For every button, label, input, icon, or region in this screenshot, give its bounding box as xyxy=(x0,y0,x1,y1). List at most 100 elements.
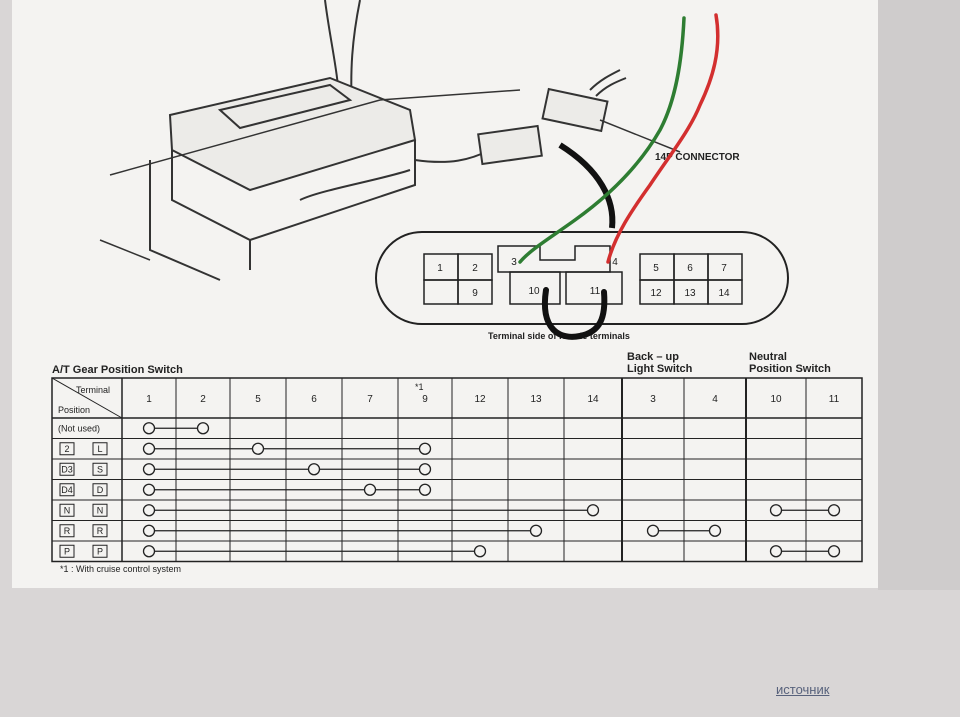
pin-label-5: 5 xyxy=(653,263,659,274)
terminal-header: 3 xyxy=(650,394,656,405)
position-box-b xyxy=(92,483,108,497)
position-box-b xyxy=(92,462,108,476)
group-backup-line1: Back – up xyxy=(627,351,679,363)
continuity-node xyxy=(708,524,722,537)
male-connector xyxy=(541,69,627,133)
pin-label-9: 9 xyxy=(472,288,478,299)
terminal-header: 10 xyxy=(770,394,782,405)
position-label-b: R xyxy=(97,526,104,536)
black-wire-curve xyxy=(558,142,616,229)
screen-margin xyxy=(878,0,960,590)
terminal-header: 4 xyxy=(712,394,718,405)
continuity-node xyxy=(586,504,600,517)
pin-label-7: 7 xyxy=(721,263,727,274)
terminal-header: 11 xyxy=(829,394,840,405)
terminal-header: 14 xyxy=(587,394,599,405)
position-label-b: S xyxy=(97,464,103,474)
position-box-b xyxy=(92,524,108,538)
terminal-header: 5 xyxy=(255,394,261,405)
group-backup-line2: Light Switch xyxy=(627,363,693,375)
continuity-node xyxy=(142,463,156,476)
pin-label-11: 11 xyxy=(590,286,601,297)
pin-label-1: 1 xyxy=(437,263,443,274)
position-box-a xyxy=(59,524,75,538)
position-box-b xyxy=(92,544,108,558)
continuity-node xyxy=(769,504,783,517)
position-box-a xyxy=(59,462,75,476)
continuity-node xyxy=(363,483,377,496)
position-label-a: D3 xyxy=(61,464,73,474)
position-box-b xyxy=(92,442,108,456)
continuity-node xyxy=(251,442,265,455)
position-label-b: N xyxy=(97,505,104,515)
position-label-b: L xyxy=(97,444,102,454)
female-connector: 1 2 3 4 5 6 7 9 10 11 12 13 14 xyxy=(375,231,789,325)
terminal-header: 6 xyxy=(311,394,317,405)
continuity-node xyxy=(142,504,156,517)
terminal-header: 1 xyxy=(146,394,152,405)
red-wire xyxy=(606,13,720,264)
continuity-node xyxy=(473,545,487,558)
pin-label-2: 2 xyxy=(472,263,478,274)
shifter-illustration xyxy=(99,0,543,281)
continuity-node xyxy=(418,483,432,496)
continuity-node xyxy=(769,545,783,558)
pin-label-10: 10 xyxy=(528,286,540,297)
position-label-b: P xyxy=(97,546,103,556)
connector-leader-line xyxy=(599,119,681,153)
position-label-a: N xyxy=(64,505,71,515)
position-box-a xyxy=(59,503,75,517)
table-footnote: *1 : With cruise control system xyxy=(60,564,181,574)
terminal-header: 2 xyxy=(200,394,206,405)
continuity-node xyxy=(142,422,156,435)
continuity-node xyxy=(418,463,432,476)
position-label-a: 2 xyxy=(64,444,69,454)
note-marker: *1 xyxy=(415,382,424,392)
position-label: (Not used) xyxy=(58,423,100,433)
continuity-node xyxy=(827,545,841,558)
position-box-a xyxy=(59,442,75,456)
pin-label-6: 6 xyxy=(687,263,693,274)
connector-label: 14P CONNECTOR xyxy=(655,152,740,163)
table-border xyxy=(51,377,863,563)
pin-label-4: 4 xyxy=(612,257,618,268)
terminal-header: 12 xyxy=(474,394,486,405)
continuity-node xyxy=(418,442,432,455)
corner-diagonal xyxy=(51,377,123,419)
gear-position-table: A/T Gear Position Switch Back – up Light… xyxy=(51,351,863,574)
position-box-a xyxy=(59,544,75,558)
continuity-node xyxy=(142,442,156,455)
terminal-header: 13 xyxy=(530,394,542,405)
position-label-a: P xyxy=(64,546,70,556)
pin-label-13: 13 xyxy=(684,288,696,299)
continuity-node xyxy=(307,463,321,476)
continuity-node xyxy=(196,422,210,435)
continuity-node xyxy=(142,524,156,537)
pin-label-12: 12 xyxy=(650,288,662,299)
terminal-header: 9 xyxy=(422,394,428,405)
jumper-wire-black xyxy=(541,287,608,340)
position-label-b: D xyxy=(97,485,104,495)
pin-label-14: 14 xyxy=(718,288,730,299)
position-label-a: D4 xyxy=(61,485,73,495)
continuity-node xyxy=(142,545,156,558)
position-box-a xyxy=(59,483,75,497)
source-link[interactable]: источник xyxy=(776,682,830,697)
corner-terminal-label: Terminal xyxy=(76,385,110,395)
green-wire xyxy=(518,16,686,264)
continuity-node xyxy=(827,504,841,517)
position-label-a: R xyxy=(64,526,71,536)
corner-position-label: Position xyxy=(58,405,90,415)
terminal-header: 7 xyxy=(367,394,373,405)
continuity-node xyxy=(142,483,156,496)
pin-label-3: 3 xyxy=(511,257,517,268)
position-box-b xyxy=(92,503,108,517)
group-neutral-line2: Position Switch xyxy=(749,363,831,375)
group-neutral-line1: Neutral xyxy=(749,351,787,363)
continuity-marks xyxy=(142,422,841,558)
table-title: A/T Gear Position Switch xyxy=(52,364,183,376)
continuity-node xyxy=(529,524,543,537)
